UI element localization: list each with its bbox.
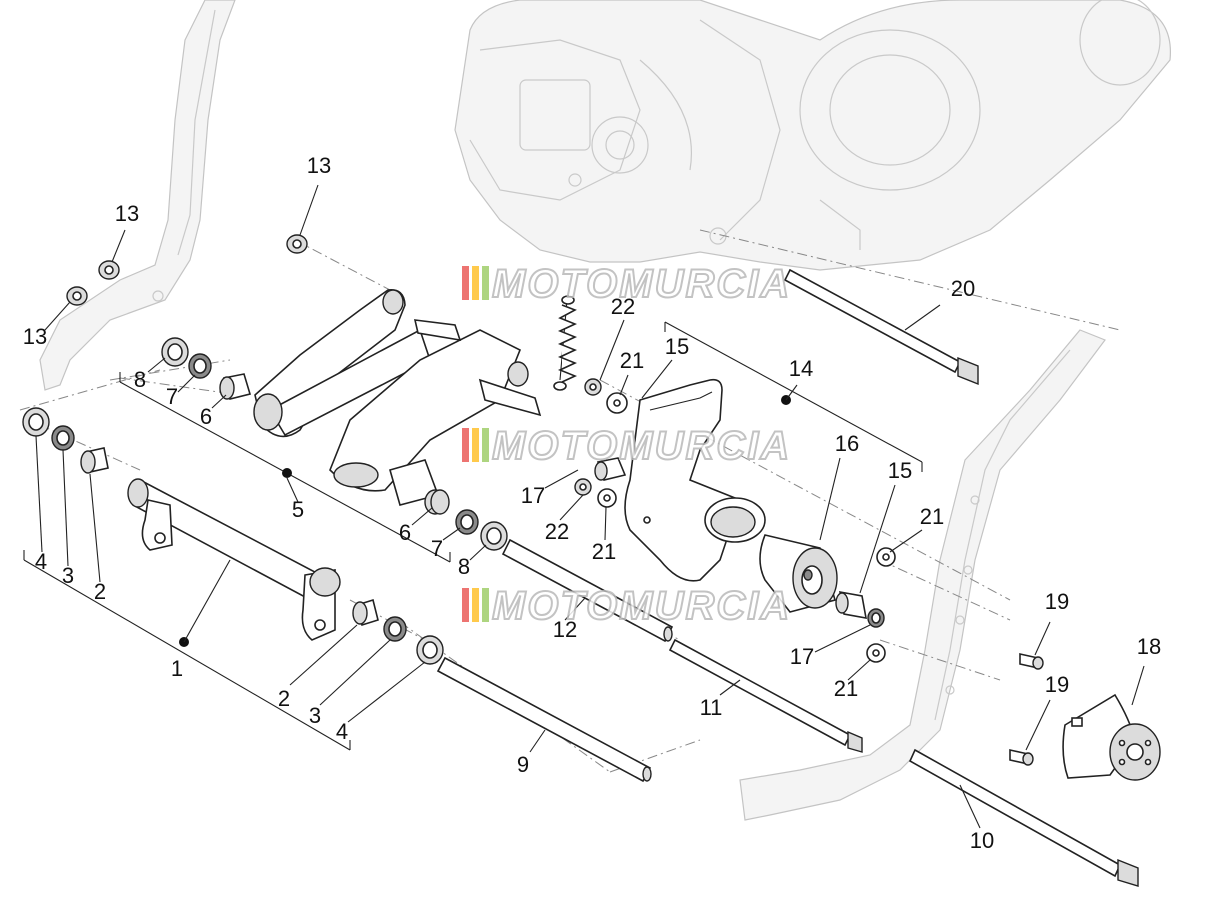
- washer-21-right-lower: [866, 643, 886, 663]
- bushing-4-left: [22, 407, 50, 437]
- bush-15-lower: [835, 591, 867, 619]
- bolt-10: [908, 748, 1139, 887]
- watermark-text: MOTOMURCIA: [492, 424, 791, 468]
- callout-5: 5: [292, 497, 304, 522]
- pin-12: [501, 538, 674, 643]
- bush-2-left: [80, 447, 109, 474]
- bolt-11: [668, 638, 863, 753]
- callout-4: 4: [336, 719, 348, 744]
- callout-8: 8: [134, 367, 146, 392]
- ring-17-lower: [867, 608, 885, 628]
- nut-13-lower-left: [66, 286, 88, 306]
- ring-3-left: [51, 425, 75, 451]
- screw-19-lower: [1009, 749, 1034, 766]
- ring-7-lower: [455, 509, 479, 535]
- callout-16: 16: [835, 431, 859, 456]
- bush-2-right: [352, 598, 379, 627]
- watermark-bottom: MOTOMURCIA: [462, 583, 791, 629]
- callout-15: 15: [665, 334, 689, 359]
- screw-19-upper: [1019, 653, 1044, 670]
- nut-22-upper: [584, 378, 602, 396]
- nut-13-upper-left: [98, 260, 120, 280]
- callout-13: 13: [307, 153, 331, 178]
- callout-17: 17: [521, 483, 545, 508]
- callout-18: 18: [1137, 634, 1161, 659]
- callout-6: 6: [399, 520, 411, 545]
- callout-11: 11: [700, 695, 723, 720]
- frame-right-ghost: [739, 329, 1106, 821]
- callout-21: 21: [620, 348, 644, 373]
- callout-13: 13: [115, 201, 139, 226]
- swing-arm-5: [253, 288, 542, 515]
- ring-3-right: [383, 616, 407, 642]
- callout-labels: 13 13 13 8 7 6 5 6 7 8 4 3 2 1 2 3 4 9 1…: [23, 153, 1161, 853]
- callout-15: 15: [888, 458, 912, 483]
- callout-22: 22: [611, 294, 635, 319]
- bracket-14: [624, 378, 791, 582]
- callout-1: 1: [171, 656, 183, 681]
- callout-10: 10: [970, 828, 994, 853]
- callout-4: 4: [35, 549, 47, 574]
- callout-14: 14: [789, 356, 813, 381]
- watermark-top: MOTOMURCIA: [462, 261, 791, 307]
- frame-left-ghost: [39, 0, 236, 391]
- washer-21-upper: [606, 392, 628, 414]
- washer-21-right-upper: [876, 547, 896, 567]
- callout-2: 2: [94, 579, 106, 604]
- callout-7: 7: [166, 384, 178, 409]
- callout-21: 21: [834, 676, 858, 701]
- bushing-8-lower: [480, 521, 508, 551]
- watermark-text: MOTOMURCIA: [492, 262, 791, 306]
- bushing-4-right: [416, 635, 444, 665]
- leader-lines: [35, 184, 1145, 829]
- bush-6-upper: [219, 373, 252, 400]
- callout-6: 6: [200, 404, 212, 429]
- cap-18: [1062, 693, 1161, 781]
- callout-20: 20: [951, 276, 975, 301]
- callout-12: 12: [553, 617, 577, 642]
- callout-19: 19: [1045, 672, 1069, 697]
- bush-17-upper: [594, 457, 627, 481]
- nut-13-top: [286, 234, 308, 254]
- callout-3: 3: [62, 563, 74, 588]
- callout-19: 19: [1045, 589, 1069, 614]
- damper-16: [759, 534, 838, 613]
- engine-ghost: [454, 0, 1171, 271]
- callout-21: 21: [920, 504, 944, 529]
- callout-9: 9: [517, 752, 529, 777]
- pin-9: [436, 656, 652, 783]
- spring: [553, 295, 578, 391]
- callout-17: 17: [790, 644, 814, 669]
- bushing-8-upper: [161, 337, 189, 367]
- callout-3: 3: [309, 703, 321, 728]
- bolt-20: [783, 268, 979, 386]
- watermark-middle: MOTOMURCIA: [462, 423, 791, 469]
- callout-8: 8: [458, 554, 470, 579]
- bush-6-lower: [430, 489, 450, 515]
- tube-1: [127, 478, 341, 647]
- nut-22-lower: [574, 478, 592, 496]
- callout-21: 21: [592, 539, 616, 564]
- callout-22: 22: [545, 519, 569, 544]
- callout-13: 13: [23, 324, 47, 349]
- callout-7: 7: [431, 536, 443, 561]
- watermark-text: MOTOMURCIA: [492, 584, 791, 628]
- callout-2: 2: [278, 686, 290, 711]
- washer-21-lower: [597, 488, 617, 508]
- ring-7-upper: [188, 353, 212, 379]
